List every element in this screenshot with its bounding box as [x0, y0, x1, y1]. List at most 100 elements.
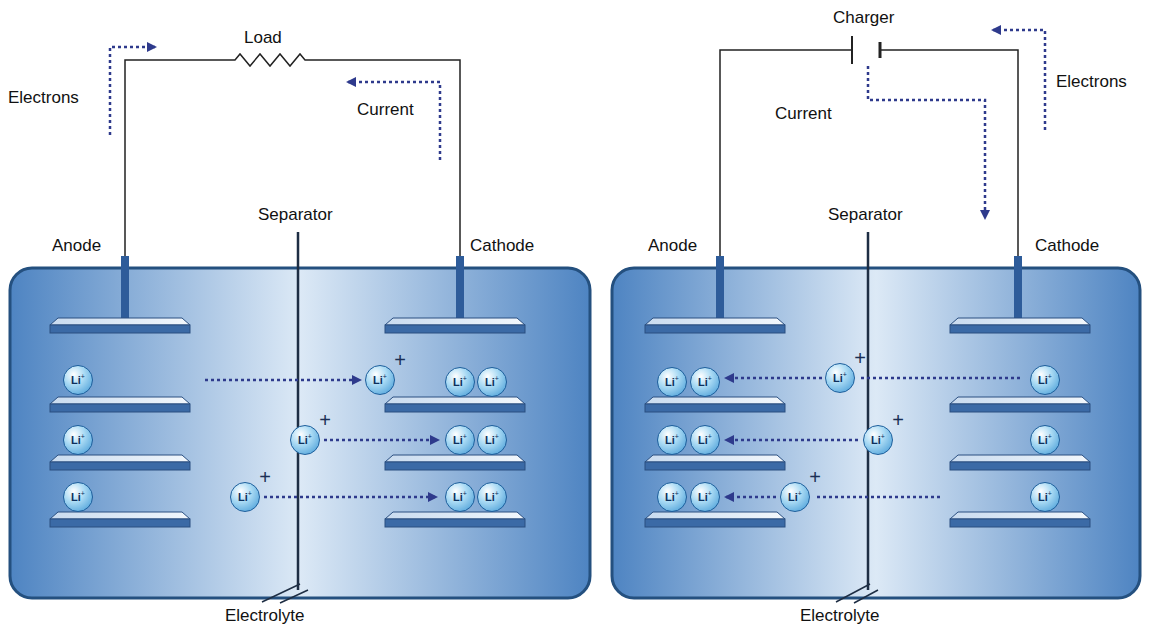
electrolyte-label: Electrolyte	[800, 606, 879, 626]
ion-charge: +	[308, 433, 312, 440]
electrode-rod	[716, 256, 724, 320]
battery-symbol	[851, 36, 853, 64]
lithium-ion: Li+	[657, 425, 687, 455]
electrode-rod	[456, 256, 464, 320]
lithium-ion: Li+	[445, 425, 475, 455]
battery-symbol	[879, 42, 882, 58]
ion-charge: +	[495, 490, 499, 497]
ion-path-arrow	[264, 496, 436, 499]
ion-path-arrow	[726, 496, 776, 499]
ion-charge: +	[708, 375, 712, 382]
ion-symbol: Li	[238, 492, 248, 503]
ion-symbol: Li	[453, 435, 463, 446]
ion-charge: +	[675, 490, 679, 497]
ion-symbol: Li	[485, 377, 495, 388]
electrode-plate	[645, 318, 785, 333]
separator-line	[867, 232, 870, 590]
electrode-plate	[950, 455, 1090, 470]
ion-charge-sign: +	[394, 350, 406, 370]
electrode-plate	[385, 318, 525, 333]
ion-path-arrow	[726, 377, 822, 380]
ion-symbol: Li	[453, 377, 463, 388]
separator-label: Separator	[258, 205, 333, 225]
ion-symbol: Li	[833, 373, 843, 384]
ion-symbol: Li	[1038, 435, 1048, 446]
lithium-ion: Li+	[690, 367, 720, 397]
ion-charge: +	[463, 433, 467, 440]
ion-charge: +	[81, 490, 85, 497]
lithium-ion: Li++	[365, 365, 395, 395]
ion-symbol: Li	[485, 492, 495, 503]
lithium-ion: Li+	[690, 425, 720, 455]
flow-arrows	[110, 30, 1045, 218]
ion-charge: +	[798, 490, 802, 497]
ion-symbol: Li	[485, 435, 495, 446]
ion-symbol: Li	[298, 435, 308, 446]
lithium-ion: Li+	[63, 482, 93, 512]
ion-charge-sign: +	[854, 348, 866, 368]
lithium-ion: Li+	[63, 425, 93, 455]
load-label: Load	[244, 28, 282, 48]
circuit-wire	[720, 50, 1018, 258]
ion-charge-sign: +	[892, 410, 904, 430]
lithium-ion: Li++	[863, 425, 893, 455]
electrode-plate	[950, 318, 1090, 333]
electrode-plate	[645, 397, 785, 412]
cell-housing	[10, 268, 590, 598]
current-label: Current	[357, 100, 414, 120]
ion-arrows	[205, 378, 1020, 497]
lithium-ion: Li+	[63, 365, 93, 395]
ion-charge: +	[881, 433, 885, 440]
ion-symbol: Li	[71, 435, 81, 446]
ion-symbol: Li	[665, 435, 675, 446]
ion-charge-sign: +	[319, 410, 331, 430]
lithium-ion: Li+	[445, 482, 475, 512]
lithium-ion: Li+	[1030, 365, 1060, 395]
ion-symbol: Li	[698, 435, 708, 446]
electrode-plate	[50, 455, 190, 470]
ion-symbol: Li	[373, 375, 383, 386]
ion-symbol: Li	[453, 492, 463, 503]
current-flow-arrow	[868, 66, 985, 218]
ion-charge: +	[1048, 490, 1052, 497]
circuit-wire	[125, 54, 460, 258]
electrode-plate	[50, 318, 190, 333]
lithium-ion: Li+	[1030, 425, 1060, 455]
current-label: Current	[775, 104, 832, 124]
ion-charge-sign: +	[809, 467, 821, 487]
electrolyte-label: Electrolyte	[225, 606, 304, 626]
separator-label: Separator	[828, 205, 903, 225]
ion-symbol: Li	[1038, 375, 1048, 386]
ion-symbol: Li	[665, 377, 675, 388]
lithium-ion: Li+	[657, 482, 687, 512]
electrode-rod	[1014, 256, 1022, 320]
electrode-plates	[50, 318, 1090, 527]
ion-path-arrow	[205, 379, 360, 382]
ion-path-arrow	[860, 377, 1020, 380]
ion-symbol: Li	[698, 492, 708, 503]
ion-charge: +	[463, 375, 467, 382]
lithium-ion: Li+	[1030, 482, 1060, 512]
electron-flow-arrow	[993, 30, 1045, 130]
electrode-plate	[385, 512, 525, 527]
ion-charge: +	[675, 433, 679, 440]
ion-charge: +	[248, 490, 252, 497]
ion-symbol: Li	[71, 375, 81, 386]
lithium-ion: Li+	[445, 367, 475, 397]
ion-path-arrow	[726, 439, 858, 442]
ion-charge: +	[708, 490, 712, 497]
electron-label: Electrons	[8, 88, 79, 108]
lithium-ion: Li++	[825, 363, 855, 393]
electron-label: Electrons	[1056, 72, 1127, 92]
electrode-plate	[50, 512, 190, 527]
lithium-ion: Li+	[477, 367, 507, 397]
ion-charge: +	[1048, 373, 1052, 380]
ion-charge: +	[675, 375, 679, 382]
ion-symbol: Li	[788, 492, 798, 503]
cell-housing	[612, 268, 1140, 598]
ion-charge: +	[708, 433, 712, 440]
electrode-plate	[385, 397, 525, 412]
ion-symbol: Li	[1038, 492, 1048, 503]
